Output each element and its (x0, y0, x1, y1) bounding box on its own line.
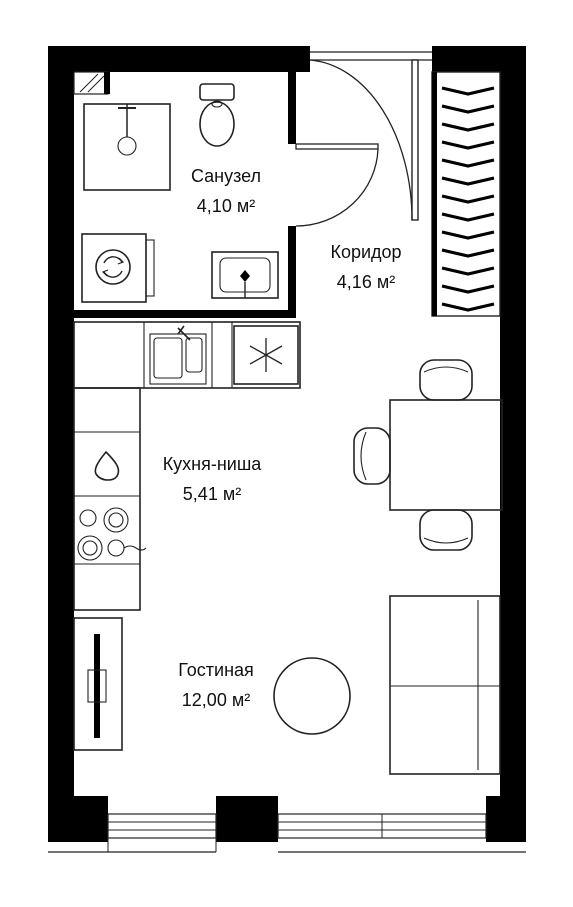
kitchen-sink (149, 325, 207, 385)
tv-unit (73, 617, 123, 751)
sofa (389, 595, 501, 775)
chair-bottom (419, 509, 473, 551)
kitchen-counter-side (73, 387, 141, 611)
toilet (199, 83, 235, 147)
wardrobe (431, 71, 501, 317)
dishwasher-drop-icon (94, 450, 120, 481)
washing-machine (81, 233, 155, 303)
kitchen-area: 5,41 м² (183, 484, 241, 504)
fridge (233, 325, 299, 385)
dining-table (389, 399, 503, 511)
shower (83, 103, 171, 191)
kitchen-name: Кухня-ниша (163, 454, 263, 474)
living-area: 12,00 м² (182, 690, 250, 710)
entrance-door[interactable] (309, 51, 432, 221)
coffee-table (273, 657, 351, 735)
chair-left (353, 427, 391, 485)
chair-top (419, 359, 473, 401)
bathroom-name: Санузел (191, 166, 261, 186)
bathroom-door[interactable] (295, 143, 379, 227)
kitchen-counter-top (73, 321, 301, 389)
window-right (48, 813, 526, 853)
window-left (107, 813, 217, 853)
corridor-area: 4,16 м² (337, 272, 395, 292)
living-name: Гостиная (178, 660, 254, 680)
ventilation-shaft (73, 71, 110, 95)
corridor-name: Коридор (330, 242, 401, 262)
wardrobe-hangers (441, 86, 495, 312)
washbasin (211, 251, 279, 299)
outer-walls (48, 46, 526, 842)
bathroom-area: 4,10 м² (197, 196, 255, 216)
cooktop (77, 507, 147, 561)
